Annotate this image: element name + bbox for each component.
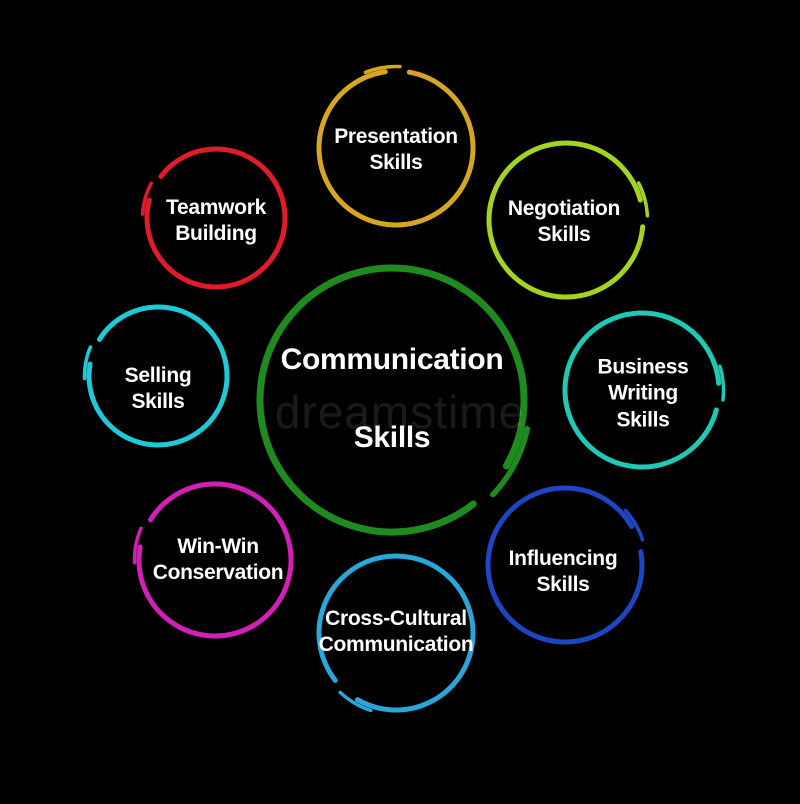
- center-label-line-1: Communication: [280, 343, 504, 376]
- ring-business-writing: [562, 310, 722, 470]
- ring-negotiation: [486, 140, 646, 300]
- influencing-line-2: Skills: [536, 573, 590, 596]
- ring-presentation: [316, 69, 476, 228]
- win-win-line-2: Conservation: [152, 561, 284, 584]
- center-label: Communication Skills: [281, 321, 504, 477]
- satellite-label-negotiation: Negotiation Skills: [507, 196, 621, 249]
- satellite-label-win-win: Win-Win Conservation: [153, 534, 284, 587]
- ring-center: [256, 264, 528, 536]
- ring-win-win-brush-tail: [132, 526, 143, 565]
- negotiation-line-2: Skills: [537, 223, 591, 246]
- cross-cultural-line-1: Cross-Cultural: [325, 606, 467, 630]
- satellite-label-cross-cultural: Cross-Cultural Communication: [319, 606, 474, 659]
- satellite-label-presentation: Presentation Skills: [334, 124, 458, 177]
- cross-cultural-line-2: Communication: [318, 633, 474, 656]
- center-label-line-2: Skills: [353, 421, 431, 454]
- ring-influencing-brush-tail: [623, 508, 645, 542]
- business-writing-line-3: Skills: [616, 408, 670, 432]
- presentation-line-1: Presentation: [334, 124, 458, 148]
- satellite-label-selling: Selling Skills: [125, 363, 192, 416]
- ring-teamwork-brush-tail: [140, 181, 153, 216]
- negotiation-line-1: Negotiation: [507, 196, 621, 220]
- selling-line-1: Selling: [124, 363, 192, 387]
- ring-negotiation-brush-tail: [636, 181, 650, 218]
- satellite-label-influencing: Influencing Skills: [509, 546, 618, 599]
- business-writing-line-2: Writing: [608, 381, 678, 405]
- teamwork-line-1: Teamwork: [166, 195, 266, 219]
- ring-influencing: [485, 485, 645, 645]
- ring-teamwork: [144, 146, 288, 290]
- influencing-line-1: Influencing: [508, 546, 618, 570]
- ring-win-win: [136, 481, 294, 639]
- satellite-label-teamwork: Teamwork Building: [166, 195, 266, 248]
- presentation-line-2: Skills: [369, 151, 423, 174]
- ring-presentation-brush-tail: [363, 64, 402, 75]
- ring-selling-brush-tail: [82, 345, 93, 381]
- selling-line-2: Skills: [131, 390, 185, 413]
- ring-cross-cultural: [316, 553, 476, 713]
- satellite-label-business-writing: Business Writing Skills: [598, 355, 689, 434]
- business-writing-line-1: Business: [597, 355, 689, 379]
- ring-cross-cultural-brush-tail: [338, 690, 373, 713]
- ring-center-brush-tail: [490, 426, 531, 498]
- watermark-text: dreamstime: [274, 386, 526, 438]
- rings-layer: [82, 64, 726, 713]
- teamwork-line-2: Building: [175, 222, 257, 245]
- ring-selling: [86, 304, 230, 448]
- win-win-line-1: Win-Win: [177, 534, 259, 558]
- ring-business-writing-brush-tail: [718, 364, 726, 402]
